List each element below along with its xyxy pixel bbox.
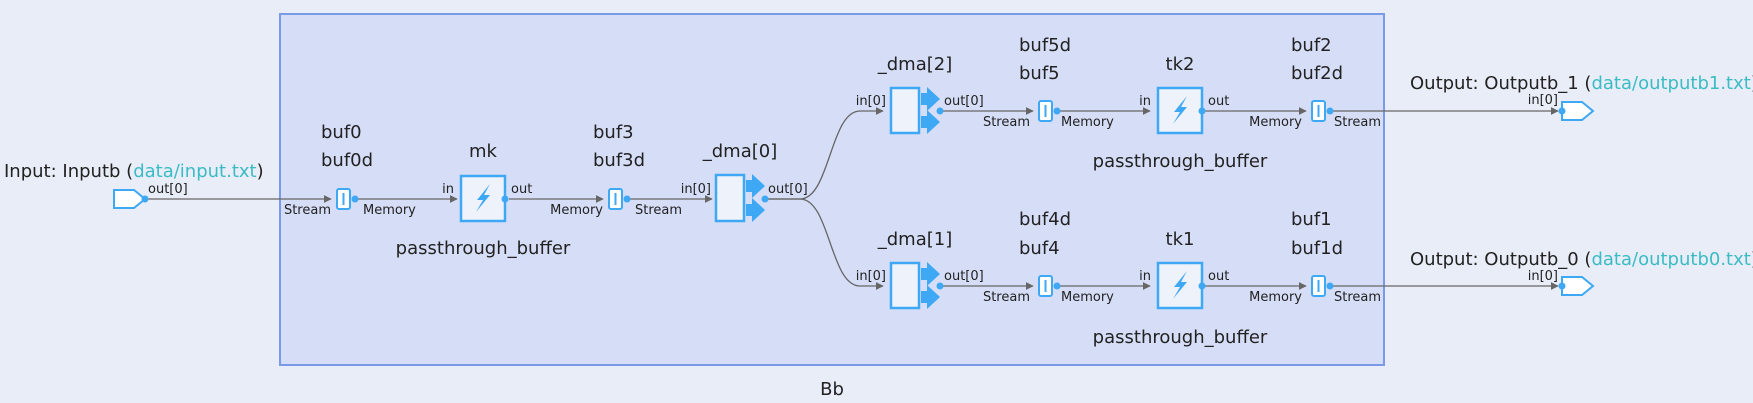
- buffer-left-type: Memory: [1249, 115, 1302, 130]
- buffer-name: buf5: [1019, 63, 1060, 84]
- dma-name: _dma[1]: [877, 229, 953, 250]
- kernel-name: tk1: [1166, 229, 1195, 250]
- kernel-tk1[interactable]: [1156, 261, 1206, 310]
- dma-0[interactable]: [714, 173, 769, 223]
- input-file-link[interactable]: data/input.txt: [133, 161, 256, 182]
- buffer-right-type: Memory: [363, 203, 416, 218]
- dma-2[interactable]: [889, 86, 944, 135]
- buffer-right-type: Memory: [1061, 115, 1114, 130]
- kernel-name: mk: [469, 141, 498, 162]
- buffer-right-type: Stream: [1334, 290, 1381, 305]
- buffer-name: buf1d: [1291, 238, 1343, 259]
- kernel-out-port: out: [1208, 269, 1229, 284]
- buffer-left-type: Stream: [284, 203, 331, 218]
- wires: [145, 107, 1559, 290]
- buffer-name: buf2: [1291, 35, 1332, 56]
- dma-in-port: in[0]: [856, 94, 886, 109]
- dma-out-port: out[0]: [768, 182, 808, 197]
- buffer-buf0[interactable]: [336, 188, 359, 210]
- buffer-name: buf3: [593, 122, 634, 143]
- kernel-function: passthrough_buffer: [1093, 151, 1268, 172]
- output-file-link-0[interactable]: data/outputb0.txt: [1591, 249, 1750, 270]
- input-label: Input: Inputb (data/input.txt): [4, 161, 264, 182]
- buffer-name: buf4: [1019, 238, 1060, 259]
- buffer-buf5[interactable]: [1038, 100, 1061, 122]
- kernel-out-port: out: [511, 182, 532, 197]
- kernel-function: passthrough_buffer: [1093, 327, 1268, 348]
- buffer-name: buf3d: [593, 150, 645, 171]
- kernel-in-port: in: [1139, 94, 1151, 109]
- buffer-buf3[interactable]: [608, 188, 631, 210]
- dma-in-port: in[0]: [856, 269, 886, 284]
- dma-1[interactable]: [889, 261, 944, 310]
- output-port-label-1: in[0]: [1528, 93, 1558, 108]
- buffer-left-type: Stream: [983, 115, 1030, 130]
- buffer-name: buf1: [1291, 209, 1332, 230]
- kernel-in-port: in: [1139, 269, 1151, 284]
- kernel-out-port: out: [1208, 94, 1229, 109]
- kernel-in-port: in: [442, 182, 454, 197]
- output-port-label-0: in[0]: [1528, 269, 1558, 284]
- output-port-outputb-1[interactable]: [1558, 101, 1595, 121]
- buffer-name: buf0d: [321, 150, 373, 171]
- dma-in-port: in[0]: [681, 182, 711, 197]
- input-port-icon: [113, 189, 147, 209]
- buffer-left-type: Stream: [983, 290, 1030, 305]
- buffer-buf1[interactable]: [1311, 275, 1334, 297]
- kernel-function: passthrough_buffer: [396, 238, 571, 259]
- dma-name: _dma[2]: [877, 54, 953, 75]
- buffer-name: buf5d: [1019, 35, 1071, 56]
- output-port-icon: [1561, 276, 1595, 296]
- kernel-name: tk2: [1166, 54, 1195, 75]
- buffer-right-type: Stream: [635, 203, 682, 218]
- input-port-label: out[0]: [148, 182, 188, 197]
- kernel-tk2[interactable]: [1156, 86, 1206, 135]
- buffer-name: buf4d: [1019, 209, 1071, 230]
- buffer-right-type: Stream: [1334, 115, 1381, 130]
- buffer-buf2[interactable]: [1311, 100, 1334, 122]
- output-port-outputb-0[interactable]: [1558, 276, 1595, 296]
- dma-out-port: out[0]: [944, 269, 984, 284]
- dma-out-port: out[0]: [944, 94, 984, 109]
- buffer-buf4[interactable]: [1038, 275, 1061, 297]
- output-label-0: Output: Outputb_0 (data/outputb0.txt): [1410, 249, 1753, 270]
- output-file-link-1[interactable]: data/outputb1.txt: [1591, 73, 1750, 94]
- buffer-name: buf2d: [1291, 63, 1343, 84]
- buffer-name: buf0: [321, 122, 362, 143]
- buffer-right-type: Memory: [1061, 290, 1114, 305]
- buffer-left-type: Memory: [550, 203, 603, 218]
- buffer-left-type: Memory: [1249, 290, 1302, 305]
- output-port-icon: [1561, 101, 1595, 121]
- graph-name: Bb: [820, 379, 844, 400]
- output-label-1: Output: Outputb_1 (data/outputb1.txt): [1410, 73, 1753, 94]
- dma-name: _dma[0]: [702, 141, 778, 162]
- kernel-mk[interactable]: [459, 174, 509, 223]
- input-port-inputb[interactable]: [113, 189, 149, 209]
